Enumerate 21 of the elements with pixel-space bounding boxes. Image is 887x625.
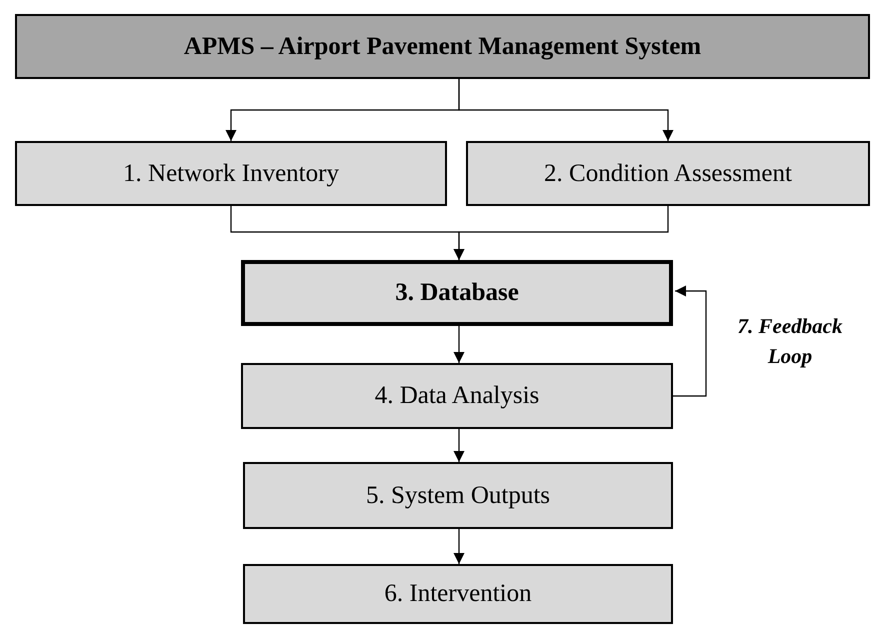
arrow	[673, 286, 707, 397]
process-box	[243, 462, 673, 529]
process-box	[466, 141, 870, 206]
box-label: 1. Network Inventory	[123, 160, 339, 188]
box-label: APMS – Airport Pavement Management System	[184, 32, 702, 60]
arrow	[458, 79, 674, 141]
box-label: 6. Intervention	[384, 580, 532, 608]
arrow	[454, 206, 669, 260]
box-label: 5. System Outputs	[366, 482, 550, 510]
box-label: 2. Condition Assessment	[544, 160, 792, 188]
edge-label: 7. Feedback Loop	[736, 313, 844, 370]
process-box	[241, 363, 673, 429]
box-label: 3. Database	[395, 279, 519, 307]
arrow	[454, 326, 464, 363]
arrow	[454, 529, 464, 564]
box-label: 4. Data Analysis	[374, 382, 540, 410]
process-box	[241, 260, 673, 326]
arrow	[454, 429, 464, 462]
process-box	[15, 141, 447, 206]
process-box	[243, 564, 673, 624]
title-box	[15, 14, 870, 79]
